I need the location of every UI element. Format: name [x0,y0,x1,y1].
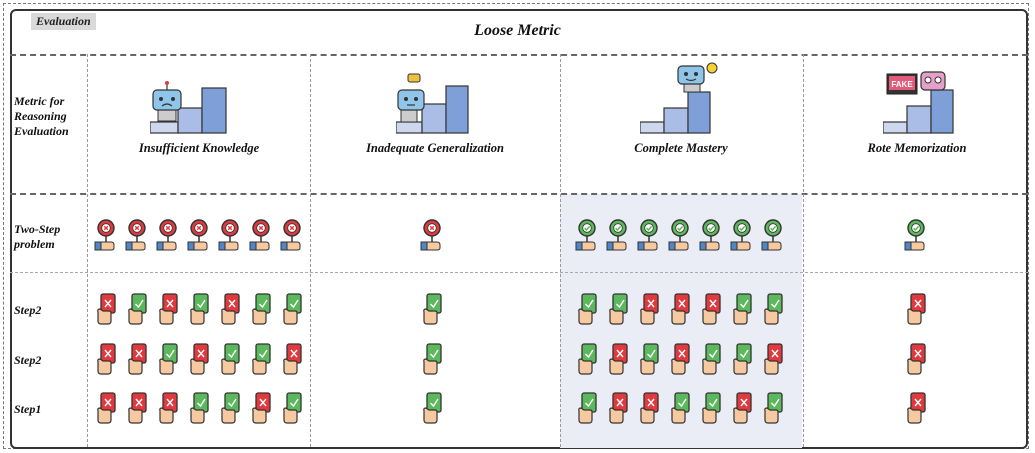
card-correct-icon [281,292,303,331]
card-wrong-icon [95,391,117,430]
divider-header [10,193,1028,195]
card-correct-icon [576,391,598,430]
panel-title: Loose Metric [474,22,561,39]
thumb-correct-icon [760,218,786,257]
card-correct-icon [188,292,210,331]
card-wrong-icon [157,391,179,430]
card-wrong-icon [250,391,272,430]
row-label-metric: Metric for Reasoning Evaluation [14,94,69,138]
card-wrong-icon [700,292,722,331]
thumb-wrong-icon [419,218,445,257]
fake-badge-text: FAKE [891,80,913,89]
card-correct-icon [700,391,722,430]
card-wrong-icon [905,292,927,331]
row-label-step-a: Step2 [14,303,42,317]
thumb-wrong-icon [93,218,119,257]
column-divider [87,54,88,447]
row-label-step-c: Step1 [14,402,42,416]
column-divider [560,54,561,447]
card-wrong-icon [669,342,691,381]
card-correct-icon [762,292,784,331]
card-correct-icon [731,292,753,331]
robot-sad-icon [150,81,227,134]
card-wrong-icon [905,342,927,381]
card-correct-icon [188,391,210,430]
divider-title [10,54,1028,56]
column-divider [803,54,804,447]
card-correct-icon [219,342,241,381]
card-correct-icon [281,391,303,430]
card-wrong-icon [731,391,753,430]
thumb-wrong-icon [217,218,243,257]
thumb-correct-icon [729,218,755,257]
card-wrong-icon [126,342,148,381]
card-wrong-icon [157,292,179,331]
card-correct-icon [638,342,660,381]
row-label-step-b: Step2 [14,353,42,367]
column-label-complete: Complete Mastery [634,141,728,155]
evaluation-panel [10,9,1028,449]
thumb-correct-icon [667,218,693,257]
card-correct-icon [576,292,598,331]
thumb-correct-icon [698,218,724,257]
card-correct-icon [126,292,148,331]
thumb-correct-icon [605,218,631,257]
card-wrong-icon [126,391,148,430]
column-label-rote: Rote Memorization [867,141,967,155]
card-correct-icon [219,391,241,430]
card-correct-icon [421,391,443,430]
card-wrong-icon [281,342,303,381]
card-wrong-icon [762,342,784,381]
card-correct-icon [576,342,598,381]
card-wrong-icon [95,342,117,381]
card-wrong-icon [188,342,210,381]
card-wrong-icon [607,391,629,430]
card-wrong-icon [669,292,691,331]
column-label-insufficient: Insufficient Knowledge [138,141,260,155]
thumb-wrong-icon [155,218,181,257]
card-wrong-icon [905,391,927,430]
thumb-correct-icon [574,218,600,257]
card-correct-icon [250,342,272,381]
card-wrong-icon [638,292,660,331]
thumb-correct-icon [903,218,929,257]
robot-thinking-icon [396,73,469,134]
thumb-wrong-icon [279,218,305,257]
robot-idea-icon [640,62,718,134]
card-wrong-icon [607,342,629,381]
card-wrong-icon [95,292,117,331]
divider-two-step [10,272,1028,273]
card-wrong-icon [219,292,241,331]
thumb-correct-icon [636,218,662,257]
card-correct-icon [700,342,722,381]
card-wrong-icon [638,391,660,430]
card-correct-icon [157,342,179,381]
column-divider [310,54,311,447]
thumb-wrong-icon [248,218,274,257]
card-correct-icon [421,292,443,331]
card-correct-icon [607,292,629,331]
thumb-wrong-icon [186,218,212,257]
evaluation-tag: Evaluation [31,13,96,30]
column-label-inadequate: Inadequate Generalization [366,141,504,155]
robot-fake-icon: FAKE [883,71,954,134]
card-correct-icon [669,391,691,430]
card-correct-icon [731,342,753,381]
card-correct-icon [250,292,272,331]
row-label-two-step: Two-Step problem [14,222,61,251]
card-correct-icon [762,391,784,430]
card-correct-icon [421,342,443,381]
thumb-wrong-icon [124,218,150,257]
